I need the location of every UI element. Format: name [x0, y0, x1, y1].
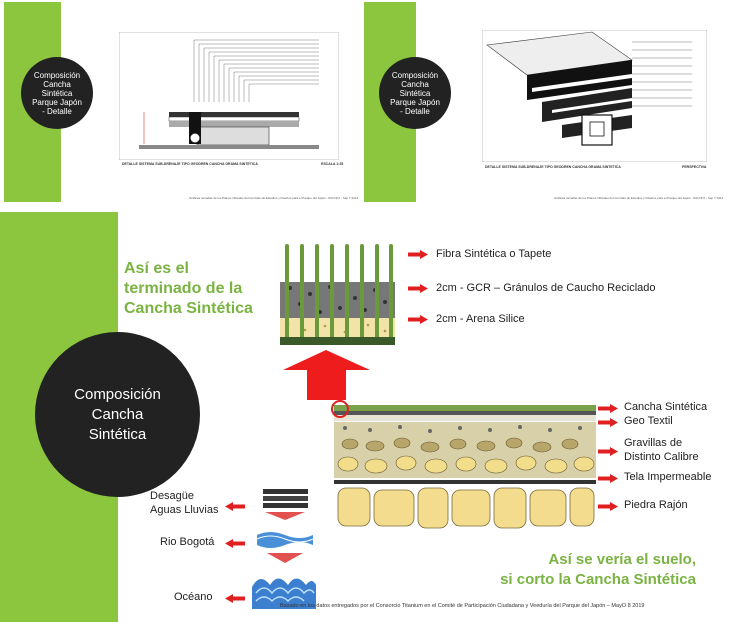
turf-sample-illustration [280, 244, 395, 345]
slide-thumbnail-1[interactable]: Composición Cancha Sintética Parque Japó… [4, 2, 362, 202]
headline-line: si corto la Cancha Sintética [500, 571, 696, 588]
title-circle: Composición Cancha Sintética [35, 332, 200, 497]
drain-label-ocean: Océano [174, 591, 213, 603]
title-circle: Composición Cancha Sintética Parque Japó… [379, 57, 451, 129]
drain-label-river: Rio Bogotá [160, 536, 215, 548]
red-arrow-icon [408, 315, 428, 324]
circle-title: Composición Cancha Sintética Parque Japó… [390, 70, 440, 116]
red-arrow-icon [408, 284, 428, 293]
title-circle: Composición Cancha Sintética Parque Japó… [21, 57, 93, 129]
source-caption: Gráficas tomadas de los Planos Oficiales… [554, 196, 724, 200]
ocean-waves-illustration [252, 578, 316, 609]
layer-label-turf: Cancha Sintética [624, 401, 708, 413]
drawing-title: DETALLE SISTEMA SUB-DRENAJE TIPO GEODREN… [122, 162, 258, 166]
main-slide[interactable]: Composición Cancha Sintética Así es el t… [0, 212, 737, 622]
red-arrow-icon [598, 404, 618, 413]
red-arrow-icon [408, 250, 428, 259]
headline-line: Así es el [124, 260, 189, 277]
red-arrow-icon [225, 539, 245, 548]
layer-label-stone: Piedra Rajón [624, 499, 688, 511]
layer-label-geotextile: Geo Textil [624, 415, 673, 427]
perspective-drawing [482, 30, 707, 162]
red-arrow-icon [598, 502, 618, 511]
red-arrow-icon [598, 447, 618, 456]
circle-title: Composición Cancha Sintética Parque Japó… [32, 70, 82, 116]
red-arrow-icon [598, 418, 618, 427]
red-arrow-icon [225, 502, 245, 511]
layer-label-fiber: Fibra Sintética o Tapete [436, 248, 552, 260]
ground-layers-illustration [331, 400, 596, 536]
layer-label-gravel: Gravillas de Distinto Calibre [624, 437, 699, 463]
drawing-scale: PERSPECTIVA [682, 165, 707, 169]
layer-label-gcr: 2cm - GCR – Gránulos de Caucho Reciclado [436, 282, 656, 294]
headline-line: terminado de la [124, 280, 243, 297]
footer-source: Basado en los datos entregados por el Co… [280, 603, 645, 609]
slide-thumbnail-2[interactable]: Composición Cancha Sintética Parque Japó… [364, 2, 727, 202]
headline-line: Cancha Sintética [124, 300, 253, 317]
headline-line: Así se vería el suelo, [548, 551, 696, 568]
drain-pipe-illustration [263, 489, 308, 520]
drain-label-rainwater: Desagüe Aguas Lluvias [150, 490, 219, 516]
drawing-title: DETALLE SISTEMA SUB-DRENAJE TIPO GEODREN… [485, 165, 621, 169]
big-up-arrow-icon [283, 350, 370, 400]
river-illustration [256, 532, 314, 563]
cross-section-drawing [119, 32, 339, 160]
layer-label-membrane: Tela Impermeable [624, 471, 712, 483]
circle-title: Composición Cancha Sintética [74, 385, 161, 443]
layer-label-sand: 2cm - Arena Silice [436, 313, 525, 325]
drawing-scale: ESCALA 1:25 [321, 162, 344, 166]
source-caption: Gráficas tomadas de los Planos Oficiales… [189, 196, 359, 200]
red-arrow-icon [598, 474, 618, 483]
headline-top: Así es el terminado de la Cancha Sintéti… [124, 259, 253, 319]
headline-bottom: Así se vería el suelo, si corto la Canch… [470, 550, 696, 590]
red-arrow-icon [225, 594, 245, 603]
